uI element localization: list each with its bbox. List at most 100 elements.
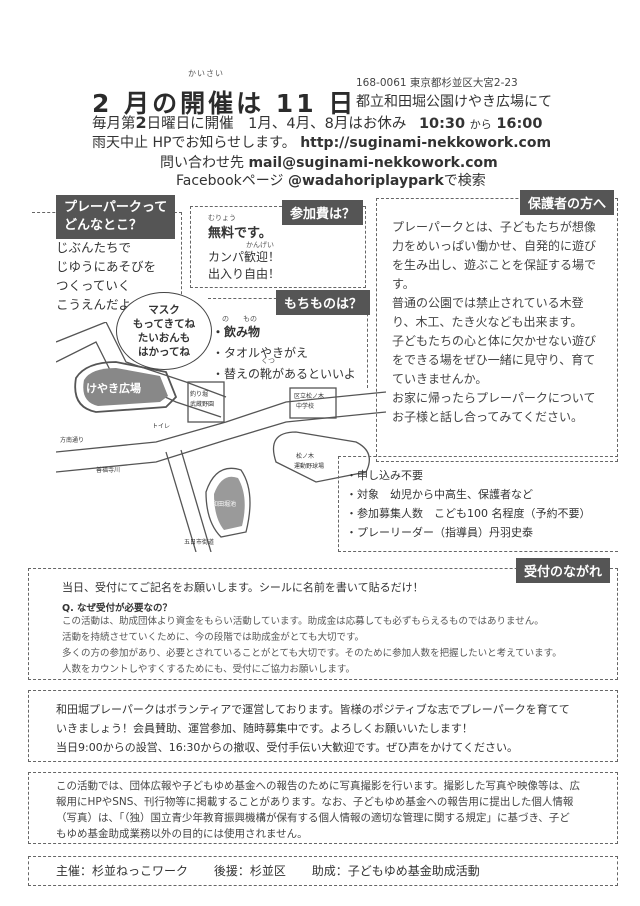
what-is-line: じぶんたちで [56, 240, 132, 255]
belongings-item: ・飲み物 [212, 325, 261, 339]
what-is-tag-line2: どんなとこ？ [64, 218, 143, 233]
what-is-text: じぶんたちで じゆうにあそびを つくっていく こうえんだよ [56, 238, 156, 314]
parents-box [376, 198, 618, 462]
fee-in-out: 出入り自由！ [208, 267, 281, 281]
info-list: ・申し込み不要 ・対象 幼児から中高生、保護者など ・参加募集人数 こども100… [346, 466, 591, 542]
address-line1: 168-0061 東京都杉並区大宮2-23 [356, 77, 518, 89]
contact-mail[interactable]: mail@suginami-nekkowork.com [248, 155, 498, 171]
keyaki-area [74, 361, 178, 413]
reception-box [28, 568, 618, 680]
photo-line: もゆめ基金助成業務以外の目的には使用されません。 [56, 828, 308, 840]
map-label-toilet: トイレ [152, 423, 170, 430]
belongings-tag: もちものは？ [276, 290, 371, 315]
facebook-label: Facebookページ [176, 173, 284, 189]
map-label-field2: 運動野球場 [294, 462, 324, 470]
pond-area [205, 467, 251, 538]
map-road [180, 449, 212, 552]
fee-free: 無料です。 [208, 226, 272, 241]
reception-text: この活動は、助成団体より資金をもらい活動しています。助成金は応募しても必ずもらえ… [62, 614, 562, 678]
reception-line: この活動は、助成団体より資金をもらい活動しています。助成金は応募しても必ずもらえ… [62, 616, 544, 627]
schedule-pre: 毎月第 [92, 116, 136, 132]
parents-line: をできる場をぜひ一緒に見守り、育て [392, 353, 596, 367]
photo-line: （写真）は、「（独）国立青少年教育振興機構が保有する個人情報の適切な管理に関する… [56, 812, 570, 824]
parents-line: お子様と話し合ってみてください。 [392, 410, 584, 424]
pond-fill [214, 476, 245, 530]
what-is-tag-line1: プレーパークって [64, 200, 168, 215]
fee-tag: 参加費は？ [282, 200, 364, 225]
belongings-ruby: の もの [222, 315, 257, 323]
contact-label: 問い合わせ先 [160, 155, 244, 171]
rain-note: 雨天中止 HPでお知らせします。 [92, 135, 296, 151]
page-title: 2 月の開催は 11 日 [92, 89, 357, 118]
school-building [289, 387, 337, 419]
what-is-line: こうえんだよ [56, 297, 132, 312]
belongings-ruby-kutsu: くつ [261, 357, 275, 365]
info-item: ・参加募集人数 こども100 名程度（予約不要） [346, 507, 591, 520]
schedule-num: 2 [135, 113, 147, 132]
map-road [165, 451, 197, 552]
facebook-handle[interactable]: @wadahoriplaypark [287, 173, 444, 189]
footer-box [28, 856, 618, 886]
bubble-line: はかってね [138, 346, 190, 358]
what-is-line: じゆうにあそびを [56, 259, 157, 274]
schedule-post: 日曜日に開催 1月、4月、8月はお休み [146, 116, 407, 132]
map-label-field: 松ノ木 [296, 452, 314, 460]
schedule-line: 毎月第2日曜日に開催 1月、4月、8月はお休み 10:30 から 16:00 [92, 112, 542, 133]
belongings-item: ・替えの靴があるといいよ [212, 367, 356, 381]
reception-tag: 受付のながれ [516, 558, 611, 583]
parents-line: す。 [392, 277, 415, 291]
belongings-list: ・飲み物 ・タオルやきがえ ・替えの靴があるといいよ [212, 322, 356, 385]
rain-line: 雨天中止 HPでお知らせします。 http://suginami-nekkowo… [92, 132, 551, 152]
title-ruby: かいさい [188, 69, 224, 78]
map-road [56, 391, 386, 453]
parents-line: お家に帰ったらプレーパークについて [392, 391, 596, 405]
photo-line: この活動では、団体広報や子どもゆめ基金への報告のために写真撮影を行います。撮影し… [56, 780, 580, 792]
info-box [338, 456, 618, 552]
field-area [272, 431, 370, 483]
facebook-line: Facebookページ @wadahoriplayparkで検索 [176, 170, 486, 190]
map-label-pond: 和田堀池 [212, 500, 236, 508]
time-sep: から [469, 118, 492, 131]
map-road [56, 322, 227, 398]
map-label-school: 区立松ノ木 [294, 392, 324, 400]
reception-intro: 当日、受付にてご記名をお願いします。シールに名前を書いて貼るだけ！ [62, 581, 424, 594]
parents-line: り、木工、たき火なども出来ます。 [392, 315, 583, 329]
footer-grant: 助成：子どもゆめ基金助成活動 [311, 864, 480, 878]
volunteer-text: 和田堀プレーパークはボランティアで運営しております。皆様のポジティブな志でプレー… [56, 700, 570, 757]
mask-bubble: マスク もってきてね たいおんも はかってね [116, 292, 212, 370]
fee-welcome: カンパ歓迎！ [208, 250, 281, 264]
reception-line: 多くの方の参加があり、必要とされていることがとても大切です。そのために参加人数を… [62, 648, 562, 659]
photo-text: この活動では、団体広報や子どもゆめ基金への報告のために写真撮影を行います。撮影し… [56, 778, 580, 842]
parents-text: プレーパークとは、子どもたちが想像 力をめいっぱい働かせ、自発的に遊び を生み出… [392, 218, 596, 427]
map-label-street2: 五日市街道 [184, 538, 214, 546]
what-is-line: つくっていく [56, 278, 131, 293]
time-start: 10:30 [418, 116, 466, 132]
what-is-tag: プレーパークって どんなとこ？ [56, 195, 176, 239]
bubble-line: もってきてね [132, 318, 196, 330]
map-label-keyaki: けやき広場 [86, 381, 141, 395]
facebook-suffix: で検索 [443, 173, 486, 189]
map-label-river: 善福寺川 [96, 466, 120, 474]
keyaki-fill [83, 368, 168, 406]
park-map: けやき広場 釣り堀 武蔵野園 トイレ 区立松ノ木 中学校 松ノ木 運動野球場 和… [56, 322, 386, 552]
fee-ruby: むりょう [208, 214, 236, 222]
volunteer-line: 和田堀プレーパークはボランティアで運営しております。皆様のポジティブな志でプレー… [56, 703, 570, 716]
footer-host: 主催：杉並ねっこワーク [56, 864, 189, 878]
belongings-item: ・タオルやきがえ [212, 346, 309, 360]
info-item: ・申し込み不要 [346, 469, 423, 482]
parents-tag: 保護者の方へ [520, 190, 615, 215]
bubble-line: たいおんも [137, 332, 191, 344]
photo-line: 報用にHPやSNS、刊行物等に掲載することがあります。なお、子どもゆめ基金への報… [56, 796, 574, 808]
address-line2: 都立和田堀公園けやき広場にて [356, 94, 552, 110]
fishing-building [187, 381, 225, 423]
time-end: 16:00 [496, 116, 543, 132]
parents-line: 普通の公園では禁止されている木登 [392, 296, 584, 310]
fee-ruby-kangei: かんげい [246, 241, 274, 249]
volunteer-box [28, 690, 618, 762]
contact-line: 問い合わせ先 mail@suginami-nekkowork.com [160, 152, 498, 172]
volunteer-line: 当日9:00からの設営、16:30からの撤収、受付手伝い大歓迎です。ぜひ声をかけ… [56, 741, 518, 754]
website-link[interactable]: http://suginami-nekkowork.com [300, 135, 552, 151]
parents-line: ていきませんか。 [392, 372, 488, 386]
parents-line: 子どもたちの心と体に欠かせない遊び [392, 334, 597, 348]
info-item: ・対象 幼児から中高生、保護者など [346, 488, 533, 501]
